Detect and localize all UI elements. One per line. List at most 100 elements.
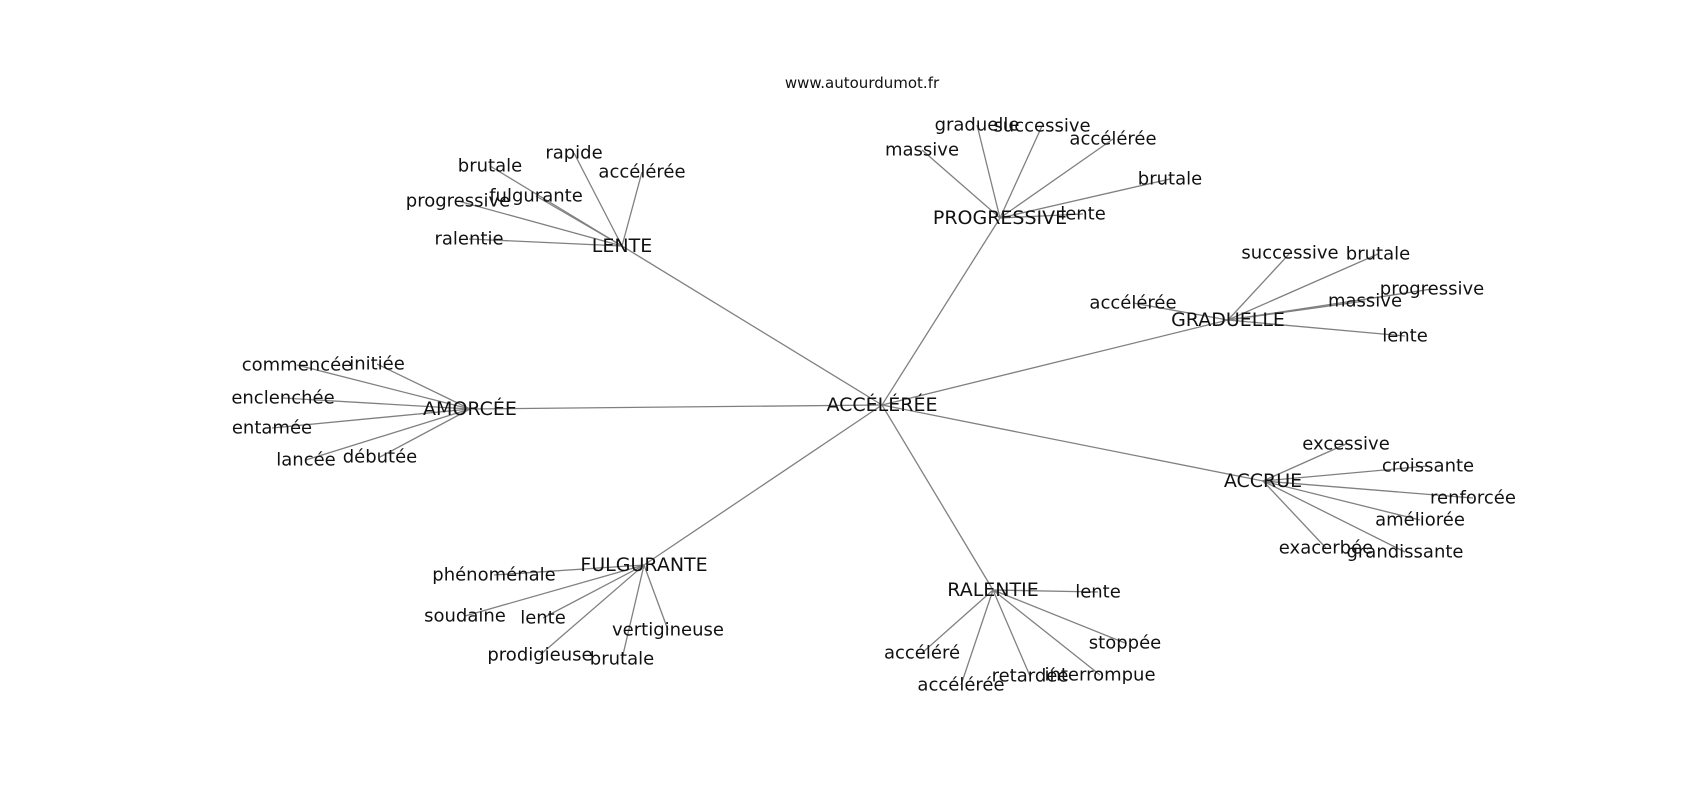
edge-hub-to-leaf <box>999 138 1114 219</box>
leaf-word[interactable]: enclenchée <box>231 388 334 409</box>
edge-center-to-hub <box>881 319 1229 406</box>
leaf-word[interactable]: retardée <box>992 666 1069 687</box>
leaf-word[interactable]: lente <box>1075 582 1121 603</box>
edge-hub-to-leaf <box>1262 443 1347 482</box>
edge-center-to-hub <box>881 217 1001 406</box>
edge-hub-to-leaf <box>464 564 645 617</box>
hub-word[interactable]: ACCRUE <box>1224 470 1302 492</box>
edge-hub-to-leaf <box>1262 480 1406 553</box>
leaf-word[interactable]: fulgurante <box>489 186 583 207</box>
hub-word[interactable]: FULGURANTE <box>580 554 707 576</box>
leaf-word[interactable]: entamée <box>232 418 312 439</box>
leaf-word[interactable]: brutale <box>1346 244 1410 265</box>
leaf-word[interactable]: renforcée <box>1430 488 1516 509</box>
edge-hub-to-leaf <box>621 564 645 660</box>
edge-hub-to-leaf <box>921 149 1001 219</box>
leaf-word[interactable]: progressive <box>406 191 510 212</box>
edge-center-to-hub <box>881 404 994 591</box>
edge-hub-to-leaf <box>621 171 643 247</box>
leaf-word[interactable]: vertigineuse <box>612 620 724 641</box>
leaf-word[interactable]: accélérée <box>917 675 1004 696</box>
leaf-word[interactable]: progressive <box>1380 279 1484 300</box>
edge-hub-to-leaf <box>539 564 645 656</box>
leaf-word[interactable]: accéléré <box>884 643 960 664</box>
leaf-word[interactable]: commencée <box>242 355 353 376</box>
leaf-word[interactable]: lente <box>520 608 566 629</box>
leaf-word[interactable]: ralentie <box>434 229 503 250</box>
leaf-word[interactable]: brutale <box>458 156 522 177</box>
site-url: www.autourdumot.fr <box>785 74 940 92</box>
edge-hub-to-leaf <box>1262 480 1421 521</box>
edge-hub-to-leaf <box>992 589 1101 676</box>
graph-edges <box>271 124 1474 686</box>
leaf-word[interactable]: brutale <box>1138 169 1202 190</box>
edge-hub-to-leaf <box>992 589 1031 677</box>
leaf-word[interactable]: débutée <box>343 447 418 468</box>
edge-hub-to-leaf <box>1262 480 1327 549</box>
edge-hub-to-leaf <box>376 363 471 410</box>
edge-hub-to-leaf <box>643 564 669 631</box>
leaf-word[interactable]: phénoménale <box>432 565 555 586</box>
leaf-word[interactable]: excessive <box>1302 434 1390 455</box>
edge-hub-to-leaf <box>999 178 1171 219</box>
edge-hub-to-leaf <box>921 589 994 654</box>
leaf-word[interactable]: massive <box>1328 291 1402 312</box>
hub-word[interactable]: RALENTIE <box>947 579 1038 601</box>
leaf-word[interactable]: accélérée <box>598 162 685 183</box>
edge-hub-to-leaf <box>992 589 1126 644</box>
hub-word[interactable]: LENTE <box>592 235 652 257</box>
leaf-word[interactable]: grandissante <box>1346 542 1463 563</box>
leaf-word[interactable]: exacerbée <box>1279 538 1373 559</box>
leaf-word[interactable]: brutale <box>590 649 654 670</box>
edge-hub-to-leaf <box>999 213 1084 219</box>
edge-hub-to-leaf <box>379 408 471 458</box>
edge-hub-to-leaf <box>573 152 623 247</box>
edge-hub-to-leaf <box>542 564 645 619</box>
edge-hub-to-leaf <box>1227 300 1366 321</box>
leaf-word[interactable]: massive <box>885 140 959 161</box>
leaf-word[interactable]: accélérée <box>1069 129 1156 150</box>
edge-hub-to-leaf <box>1227 253 1379 321</box>
edge-hub-to-leaf <box>305 408 471 461</box>
edge-hub-to-leaf <box>535 195 623 247</box>
leaf-word[interactable]: améliorée <box>1375 510 1465 531</box>
hub-word[interactable]: GRADUELLE <box>1171 309 1285 331</box>
edge-hub-to-leaf <box>271 408 471 429</box>
edge-hub-to-leaf <box>1262 465 1429 482</box>
edge-hub-to-leaf <box>296 364 471 410</box>
hub-word[interactable]: PROGRESSIVE <box>933 207 1067 229</box>
leaf-word[interactable]: graduelle <box>935 115 1020 136</box>
leaf-word[interactable]: stoppée <box>1089 633 1161 654</box>
leaf-word[interactable]: successive <box>1241 243 1338 264</box>
leaf-word[interactable]: lancée <box>276 450 335 471</box>
edge-center-to-hub <box>643 404 883 566</box>
leaf-word[interactable]: croissante <box>1382 456 1474 477</box>
edge-hub-to-leaf <box>1262 480 1474 499</box>
leaf-word[interactable]: interrompue <box>1044 665 1155 686</box>
leaf-word[interactable]: rapide <box>545 143 602 164</box>
edge-hub-to-leaf <box>1227 319 1406 337</box>
leaf-word[interactable]: soudaine <box>424 606 506 627</box>
center-word[interactable]: ACCÉLÉRÉE <box>826 393 937 416</box>
leaf-word[interactable]: lente <box>1382 326 1428 347</box>
edge-hub-to-leaf <box>493 564 645 576</box>
edge-center-to-hub <box>881 404 1264 482</box>
edge-hub-to-leaf <box>1132 302 1229 321</box>
edge-hub-to-leaf <box>1227 252 1291 321</box>
edge-center-to-hub <box>469 404 883 410</box>
edge-hub-to-leaf <box>992 589 1099 593</box>
edge-hub-to-leaf <box>282 397 471 410</box>
leaf-word[interactable]: prodigieuse <box>487 645 592 666</box>
hub-word[interactable]: AMORCÉE <box>423 397 517 420</box>
leaf-word[interactable]: accélérée <box>1089 293 1176 314</box>
edge-hub-to-leaf <box>457 200 623 247</box>
edge-hub-to-leaf <box>976 124 1001 219</box>
edge-hub-to-leaf <box>468 238 623 247</box>
leaf-word[interactable]: lente <box>1060 204 1106 225</box>
leaf-word[interactable]: successive <box>993 116 1090 137</box>
edge-center-to-hub <box>621 245 883 406</box>
leaf-word[interactable]: initiée <box>349 354 405 375</box>
edge-hub-to-leaf <box>960 589 994 686</box>
